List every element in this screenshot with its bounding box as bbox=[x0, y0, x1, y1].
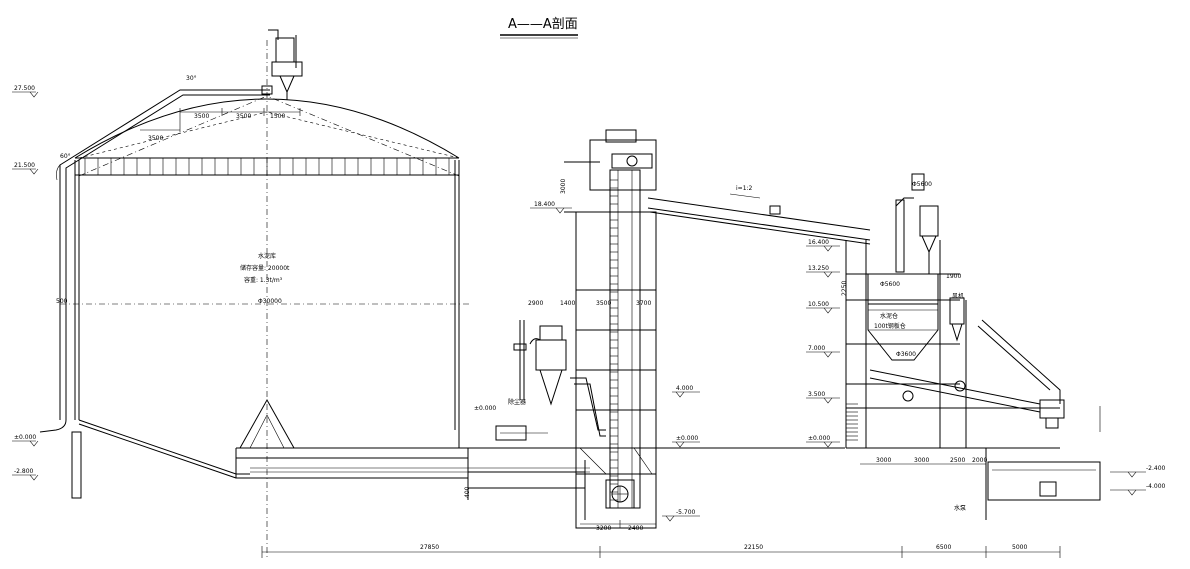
elevator-tower: 3000 2900 1400 3500 3700 3200 2400 400 bbox=[464, 129, 657, 532]
svg-text:10.500: 10.500 bbox=[808, 301, 829, 308]
svg-text:i=1:2: i=1:2 bbox=[736, 185, 753, 192]
svg-text:3000: 3000 bbox=[914, 457, 929, 464]
silo-elevation-markers: 27.500 21.500 ±0.000 -2.800 bbox=[12, 85, 39, 481]
svg-text:1500: 1500 bbox=[270, 113, 285, 120]
svg-text:2400: 2400 bbox=[628, 525, 643, 532]
svg-text:1900: 1900 bbox=[946, 273, 961, 280]
svg-text:Φ5600: Φ5600 bbox=[912, 181, 932, 188]
svg-text:500: 500 bbox=[56, 298, 68, 305]
svg-text:30°: 30° bbox=[186, 75, 197, 82]
svg-text:7.000: 7.000 bbox=[808, 345, 825, 352]
svg-text:储存容量: 20000t: 储存容量: 20000t bbox=[240, 264, 290, 272]
svg-text:21.500: 21.500 bbox=[14, 162, 35, 169]
svg-text:3700: 3700 bbox=[636, 300, 651, 307]
svg-text:容重: 1.3t/m³: 容重: 1.3t/m³ bbox=[244, 276, 283, 284]
ground-lines bbox=[459, 447, 845, 520]
inclined-conveyor: i=1:2 bbox=[647, 185, 871, 245]
svg-text:3.500: 3.500 bbox=[808, 391, 825, 398]
svg-text:2900: 2900 bbox=[528, 300, 543, 307]
svg-text:3500: 3500 bbox=[236, 113, 251, 120]
svg-text:5000: 5000 bbox=[1012, 544, 1027, 551]
svg-text:3500: 3500 bbox=[194, 113, 209, 120]
svg-text:6500: 6500 bbox=[936, 544, 951, 551]
svg-text:100t钢板仓: 100t钢板仓 bbox=[874, 322, 906, 330]
bottom-dimension-chain: 27850 22150 6500 5000 bbox=[261, 544, 1061, 558]
svg-text:13.250: 13.250 bbox=[808, 265, 829, 272]
svg-text:±0.000: ±0.000 bbox=[676, 435, 698, 442]
pneumatic-pipe-left: 30° 60° bbox=[39, 75, 270, 433]
svg-text:2250: 2250 bbox=[841, 281, 848, 296]
svg-text:-5.700: -5.700 bbox=[676, 509, 696, 516]
svg-text:3500: 3500 bbox=[148, 135, 163, 142]
svg-text:±0.000: ±0.000 bbox=[474, 405, 496, 412]
packing-building: 水泥仓 100t钢板仓 Φ5600 Φ3600 Φ5600 1900 风机 bbox=[845, 173, 1065, 449]
svg-text:3000: 3000 bbox=[560, 179, 567, 194]
dust-collector-equipment: 除尘器 ±0.000 bbox=[474, 320, 606, 441]
silo-roof-equipment: 3500 3500 3500 1500 bbox=[140, 29, 303, 142]
svg-text:水泥仓: 水泥仓 bbox=[880, 312, 898, 320]
svg-text:除尘器: 除尘器 bbox=[508, 398, 526, 406]
svg-text:Φ3600: Φ3600 bbox=[896, 351, 916, 358]
svg-text:22150: 22150 bbox=[744, 544, 763, 551]
cement-silo: 水泥库 储存容量: 20000t 容重: 1.3t/m³ Φ30000 500 bbox=[56, 40, 590, 560]
svg-text:60°: 60° bbox=[60, 153, 71, 160]
svg-text:27850: 27850 bbox=[420, 544, 439, 551]
svg-text:3500: 3500 bbox=[596, 300, 611, 307]
svg-text:27.500: 27.500 bbox=[14, 85, 35, 92]
building-elevation-markers: 16.400 13.250 10.500 7.000 3.500 ±0.000 bbox=[806, 239, 840, 448]
svg-text:2500: 2500 bbox=[950, 457, 965, 464]
svg-text:4.000: 4.000 bbox=[676, 385, 693, 392]
svg-text:水泥库: 水泥库 bbox=[258, 252, 276, 260]
svg-text:Φ30000: Φ30000 bbox=[258, 298, 282, 305]
svg-text:18.400: 18.400 bbox=[534, 201, 555, 208]
svg-text:±0.000: ±0.000 bbox=[14, 434, 36, 441]
svg-text:3000: 3000 bbox=[876, 457, 891, 464]
water-tank: -2.400 -4.000 水泵 bbox=[954, 448, 1166, 520]
svg-text:3200: 3200 bbox=[596, 525, 611, 532]
svg-text:-2.400: -2.400 bbox=[1146, 465, 1166, 472]
svg-text:2000: 2000 bbox=[972, 457, 987, 464]
svg-text:-2.800: -2.800 bbox=[14, 468, 34, 475]
building-dimensions: 3000 3000 2500 2000 2250 bbox=[841, 281, 1101, 465]
svg-text:±0.000: ±0.000 bbox=[808, 435, 830, 442]
svg-text:水泵: 水泵 bbox=[954, 504, 966, 512]
svg-text:风机: 风机 bbox=[952, 292, 964, 300]
svg-text:16.400: 16.400 bbox=[808, 239, 829, 246]
tower-elevation-markers: 18.400 4.000 ±0.000 -5.700 bbox=[530, 201, 700, 522]
drawing-title: A——A剖面 bbox=[508, 17, 578, 32]
svg-text:-4.000: -4.000 bbox=[1146, 483, 1166, 490]
svg-text:1400: 1400 bbox=[560, 300, 575, 307]
svg-text:Φ5600: Φ5600 bbox=[880, 281, 900, 288]
